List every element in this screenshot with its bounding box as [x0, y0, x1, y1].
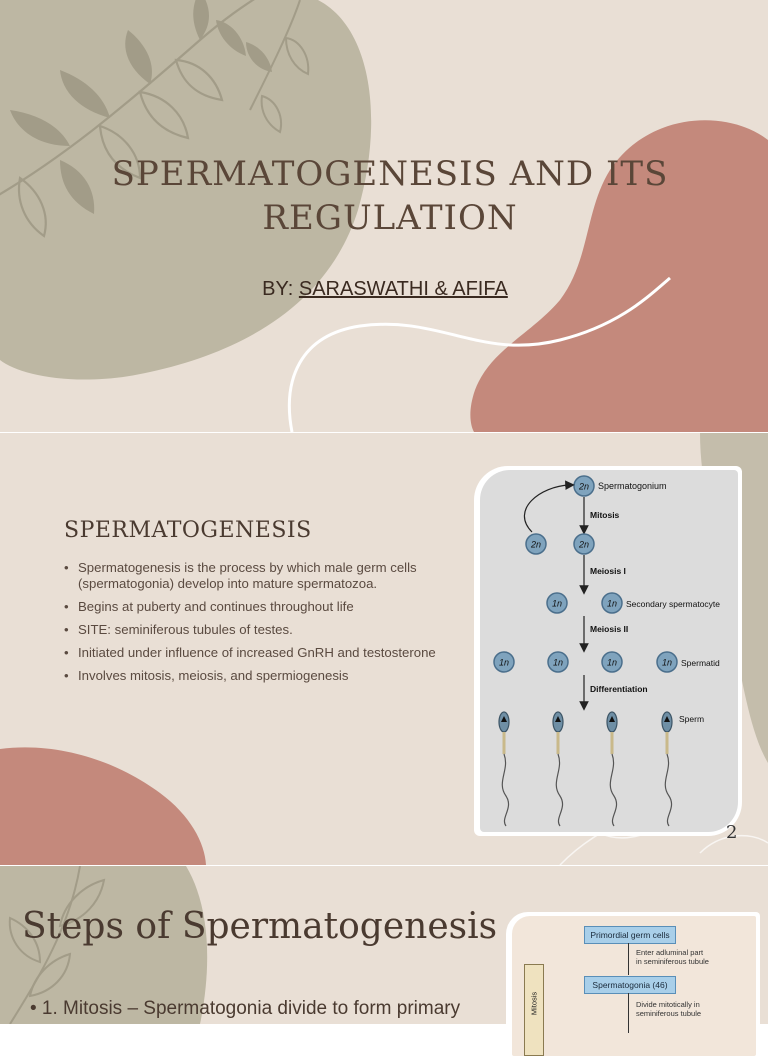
slide-divider — [0, 865, 768, 866]
sperm-1 — [498, 711, 510, 827]
section-heading: SPERMATOGENESIS — [64, 518, 312, 543]
leaf-branch-illustration — [0, 0, 255, 238]
ploidy-label: 2n — [578, 482, 589, 492]
note-line: Divide mitotically in — [636, 1000, 700, 1009]
presentation-title: SPERMATOGENESIS AND ITS REGULATION — [111, 154, 669, 238]
label-spermatid: Spermatid — [681, 658, 720, 668]
label-differentiation: Differentiation — [590, 684, 648, 694]
box-spermatogonia: Spermatogonia (46) — [584, 976, 676, 994]
ploidy-label: 1n — [499, 658, 509, 668]
mitosis-side-bar: Mitosis — [524, 964, 544, 1056]
ploidy-label: 2n — [530, 540, 541, 550]
diagram-svg: 2n Spermatogonium Mitosis 2n 2n Meiosis … — [493, 475, 720, 827]
terracotta-blob — [470, 120, 768, 432]
flow-arrow-line — [628, 943, 629, 975]
title-slide: SPERMATOGENESIS AND ITS REGULATION BY: S… — [0, 0, 768, 432]
note-line: seminiferous tubule — [636, 1009, 702, 1018]
ploidy-label: 1n — [607, 599, 617, 609]
ploidy-label: 1n — [552, 599, 562, 609]
cell-1n-spermatid-3: 1n — [601, 651, 623, 673]
box-primordial-germ-cells: Primordial germ cells — [584, 926, 676, 944]
cell-spermatogonium: 2n — [573, 475, 595, 497]
cell-2n-right: 2n — [573, 533, 595, 555]
bullet-item: Initiated under influence of increased G… — [62, 645, 462, 661]
bullet-item: SITE: seminiferous tubules of testes. — [62, 622, 462, 638]
sperm-3 — [606, 711, 618, 827]
white-curve-line — [287, 276, 671, 432]
sperm-2 — [552, 711, 564, 827]
renewal-arrow — [524, 480, 575, 533]
leaf-sprig-right — [216, 0, 310, 134]
mitosis-side-label: Mitosis — [529, 991, 539, 1016]
steps-flowchart: Primordial germ cells Enter adluminal pa… — [512, 916, 756, 1056]
spermatogenesis-diagram: 2n Spermatogonium Mitosis 2n 2n Meiosis … — [480, 470, 738, 832]
author-names: SARASWATHI & AFIFA — [298, 278, 508, 300]
cell-1n-secondary-left: 1n — [546, 592, 568, 614]
note-line: Enter adluminal part — [636, 948, 704, 957]
slide-divider — [0, 432, 768, 433]
ploidy-label: 1n — [662, 658, 672, 668]
steps-heading: Steps of Spermatogenesis — [22, 906, 498, 947]
flow-arrow-line — [628, 993, 629, 1033]
cell-1n-spermatid-4: 1n — [656, 651, 678, 673]
cell-1n-spermatid-2: 1n — [547, 651, 569, 673]
sage-blob-left — [0, 866, 208, 1024]
note-adluminal: Enter adluminal part in seminiferous tub… — [636, 948, 709, 966]
title-slide-decoration — [0, 0, 768, 432]
author-byline: BY: SARASWATHI & AFIFA — [140, 278, 630, 301]
bullet-list: Spermatogenesis is the process by which … — [62, 560, 462, 691]
note-line: in seminiferous tubule — [636, 957, 709, 966]
cell-1n-secondary-right: 1n — [601, 592, 623, 614]
note-divide-mitotically: Divide mitotically in seminiferous tubul… — [636, 1000, 701, 1018]
bullet-item: Begins at puberty and continues througho… — [62, 599, 462, 615]
bullet-item: Involves mitosis, meiosis, and spermioge… — [62, 668, 462, 684]
label-meiosis-2: Meiosis II — [590, 624, 628, 634]
terracotta-blob-bottom-left — [0, 747, 206, 865]
ploidy-label: 1n — [553, 658, 563, 668]
ploidy-label: 2n — [578, 540, 589, 550]
label-secondary-spermatocyte: Secondary spermatocyte — [626, 599, 720, 609]
slide3-decoration — [0, 866, 208, 1024]
sperm-4 — [661, 711, 673, 827]
ploidy-label: 1n — [607, 658, 617, 668]
byline-prefix: BY: — [262, 278, 299, 300]
label-meiosis-1: Meiosis I — [590, 566, 626, 576]
leaf-outline-left — [8, 866, 106, 1024]
bullet-item: Spermatogenesis is the process by which … — [62, 560, 462, 592]
page-number: 2 — [726, 822, 738, 843]
step-1-text: • 1. Mitosis – Spermatogonia divide to f… — [30, 998, 461, 1019]
label-sperm: Sperm — [679, 714, 704, 724]
label-spermatogonium: Spermatogonium — [598, 481, 667, 491]
label-mitosis: Mitosis — [590, 510, 620, 520]
cell-2n-left: 2n — [525, 533, 547, 555]
cell-1n-spermatid-1: 1n — [493, 651, 515, 673]
